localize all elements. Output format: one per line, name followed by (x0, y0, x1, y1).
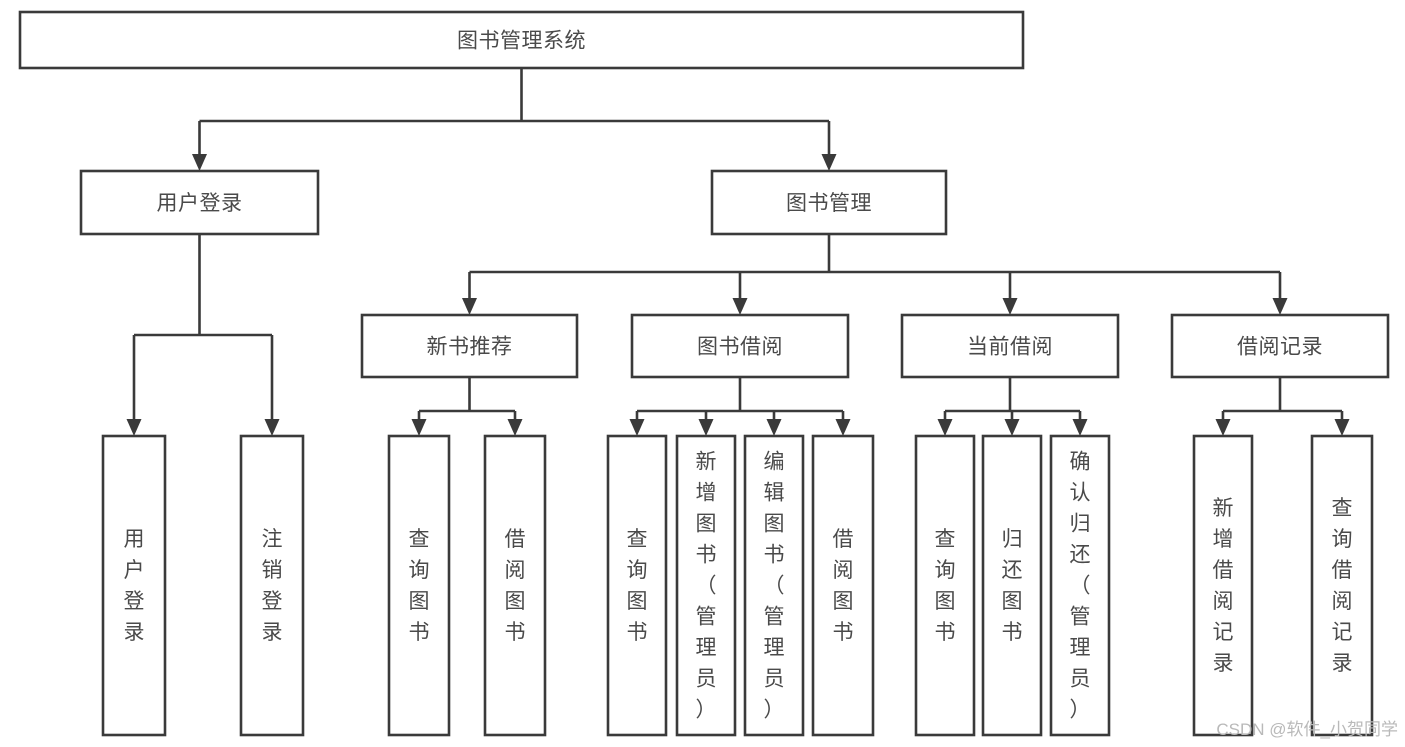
node-leaf-add-book[interactable]: 新增图书（管理员） (675, 434, 737, 737)
node-label-leaf-borrow-book: 借阅图书 (833, 528, 854, 644)
node-label-borrow-record: 借阅记录 (1237, 336, 1323, 359)
node-label-leaf-query-borrow-record: 查询借阅记录 (1332, 497, 1353, 675)
node-box-leaf-edit-book (743, 434, 805, 737)
node-leaf-edit-book[interactable]: 编辑图书（管理员） (743, 434, 805, 737)
node-box-leaf-borrow-book-recommend (483, 434, 547, 737)
node-label-leaf-borrow-book-recommend: 借阅图书 (505, 528, 526, 644)
node-label-leaf-query-book-current: 查询图书 (935, 528, 956, 644)
arrow-head-borrow-record-0 (1215, 419, 1231, 436)
node-label-user-login: 用户登录 (157, 192, 243, 215)
node-leaf-query-borrow-record[interactable]: 查询借阅记录 (1310, 434, 1374, 737)
arrow-head-user-login-0 (126, 419, 142, 436)
node-box-new-book-recommend (360, 313, 579, 379)
node-label-leaf-user-login: 用户登录 (124, 528, 145, 644)
node-label-leaf-query-book-recommend: 查询图书 (409, 528, 430, 644)
node-user-login[interactable]: 用户登录 (79, 169, 320, 236)
node-new-book-recommend[interactable]: 新书推荐 (360, 313, 579, 379)
node-box-leaf-query-borrow-record (1310, 434, 1374, 737)
arrow-head-current-borrow-2 (1072, 419, 1088, 436)
node-leaf-query-book-recommend[interactable]: 查询图书 (387, 434, 451, 737)
node-box-root (18, 10, 1025, 70)
arrow-head-borrow-record-1 (1334, 419, 1350, 436)
node-label-current-borrow: 当前借阅 (967, 336, 1053, 359)
node-root[interactable]: 图书管理系统 (18, 10, 1025, 70)
node-box-leaf-query-book-borrow (606, 434, 668, 737)
node-box-book-borrow (630, 313, 850, 379)
arrow-head-book-management-0 (462, 298, 477, 315)
node-leaf-logout[interactable]: 注销登录 (239, 434, 305, 737)
node-layer: 图书管理系统用户登录图书管理新书推荐图书借阅当前借阅借阅记录用户登录注销登录查询… (18, 10, 1390, 737)
arrow-head-user-login-1 (264, 419, 280, 436)
node-book-management[interactable]: 图书管理 (710, 169, 948, 236)
arrow-head-book-management-3 (1272, 298, 1288, 315)
node-label-leaf-add-book: 新增图书（管理员） (696, 450, 717, 721)
node-label-book-management: 图书管理 (786, 192, 872, 215)
connector-layer (126, 68, 1350, 436)
node-box-current-borrow (900, 313, 1120, 379)
arrow-head-new-book-recommend-1 (507, 419, 523, 436)
arrow-head-root-0 (192, 154, 207, 171)
node-leaf-borrow-book-recommend[interactable]: 借阅图书 (483, 434, 547, 737)
node-box-leaf-return-book (981, 434, 1043, 737)
node-box-leaf-add-borrow-record (1192, 434, 1254, 737)
node-box-leaf-logout (239, 434, 305, 737)
node-leaf-confirm-return[interactable]: 确认归还（管理员） (1049, 434, 1111, 737)
arrow-head-current-borrow-0 (937, 419, 953, 436)
node-box-borrow-record (1170, 313, 1390, 379)
node-borrow-record[interactable]: 借阅记录 (1170, 313, 1390, 379)
node-label-leaf-query-book-borrow: 查询图书 (627, 528, 648, 644)
node-box-leaf-confirm-return (1049, 434, 1111, 737)
node-label-root: 图书管理系统 (457, 30, 586, 53)
node-label-new-book-recommend: 新书推荐 (427, 336, 513, 359)
node-label-book-borrow: 图书借阅 (697, 336, 783, 359)
node-box-leaf-borrow-book (811, 434, 875, 737)
node-leaf-query-book-borrow[interactable]: 查询图书 (606, 434, 668, 737)
node-leaf-borrow-book[interactable]: 借阅图书 (811, 434, 875, 737)
node-box-leaf-add-book (675, 434, 737, 737)
arrow-head-book-management-2 (1002, 298, 1018, 315)
arrow-head-book-borrow-0 (629, 419, 645, 436)
node-current-borrow[interactable]: 当前借阅 (900, 313, 1120, 379)
csdn-watermark: CSDN @软件_小贺同学 (1216, 720, 1398, 739)
node-box-user-login (79, 169, 320, 236)
node-box-leaf-query-book-recommend (387, 434, 451, 737)
node-leaf-return-book[interactable]: 归还图书 (981, 434, 1043, 737)
arrow-head-book-borrow-2 (766, 419, 782, 436)
node-label-leaf-confirm-return: 确认归还（管理员） (1070, 450, 1091, 721)
node-box-leaf-user-login (101, 434, 167, 737)
arrow-head-new-book-recommend-0 (411, 419, 427, 436)
arrow-head-book-borrow-3 (835, 419, 851, 436)
node-label-leaf-edit-book: 编辑图书（管理员） (764, 450, 785, 721)
node-leaf-user-login[interactable]: 用户登录 (101, 434, 167, 737)
arrow-head-root-1 (821, 154, 837, 171)
node-label-leaf-return-book: 归还图书 (1002, 528, 1023, 644)
node-label-leaf-logout: 注销登录 (262, 528, 283, 644)
node-book-borrow[interactable]: 图书借阅 (630, 313, 850, 379)
node-label-leaf-add-borrow-record: 新增借阅记录 (1213, 497, 1234, 675)
node-box-leaf-query-book-current (914, 434, 976, 737)
arrow-head-current-borrow-1 (1004, 419, 1020, 436)
node-leaf-query-book-current[interactable]: 查询图书 (914, 434, 976, 737)
node-leaf-add-borrow-record[interactable]: 新增借阅记录 (1192, 434, 1254, 737)
node-box-book-management (710, 169, 948, 236)
arrow-head-book-management-1 (732, 298, 748, 315)
arrow-head-book-borrow-1 (698, 419, 714, 436)
